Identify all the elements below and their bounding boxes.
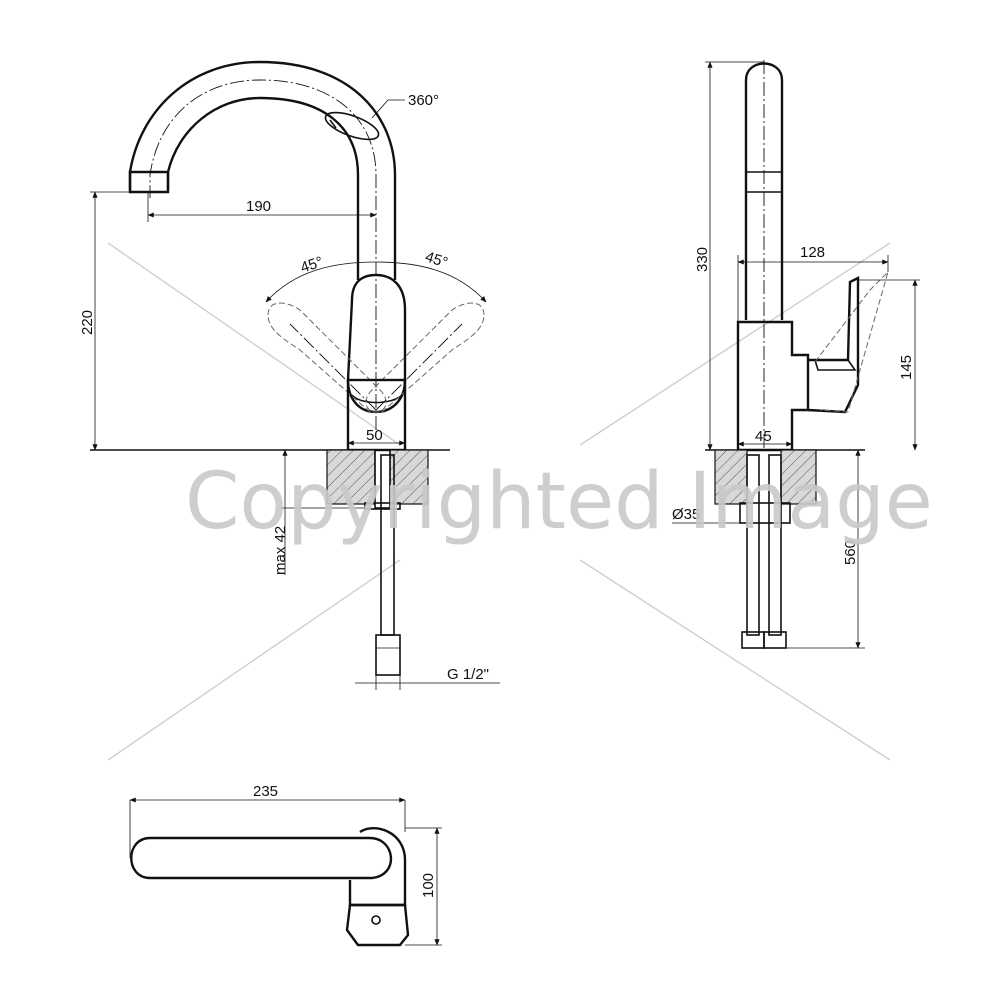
side-view: 330 128 145 45 Ø35 560 xyxy=(672,60,920,649)
reach-label: 190 xyxy=(246,198,271,215)
top-view: 235 100 xyxy=(129,783,442,947)
rotation-ellipse xyxy=(324,111,380,141)
spout-outer xyxy=(128,60,397,280)
lever-height-label: 145 xyxy=(898,355,915,380)
hose-length-label: 560 xyxy=(842,540,859,565)
spout-centerline xyxy=(149,79,377,430)
side-lever-swing xyxy=(814,270,890,413)
rotation-label: 360° xyxy=(408,92,439,109)
spout-height-label: 220 xyxy=(79,310,96,335)
thread-label: G 1/2" xyxy=(447,666,489,683)
side-lever xyxy=(807,276,860,414)
top-spout xyxy=(130,836,393,880)
angle-left-label: 45° xyxy=(298,253,325,276)
lever-swing-left xyxy=(267,302,387,413)
side-hose-left xyxy=(746,454,760,636)
watermark-lines xyxy=(107,242,891,761)
countertop-right xyxy=(389,449,429,505)
lever-handle xyxy=(346,273,407,414)
body-width-label: 45 xyxy=(755,428,772,445)
top-lever xyxy=(345,903,410,947)
watermark: Copyrighted Image xyxy=(185,457,933,547)
angle-right-label: 45° xyxy=(423,248,450,271)
hose-nut xyxy=(375,634,401,676)
max-thickness-label: max 42 xyxy=(272,526,289,575)
side-countertop-left xyxy=(714,449,748,505)
hole-diameter-label: Ø35 xyxy=(672,506,700,523)
total-height-label: 330 xyxy=(694,247,711,272)
top-length-label: 235 xyxy=(253,783,278,800)
spout-inner xyxy=(166,96,360,280)
side-countertop-right xyxy=(780,449,817,505)
side-body xyxy=(736,320,810,452)
side-hose-right xyxy=(768,454,782,636)
base-width-label: 50 xyxy=(366,427,383,444)
front-view: 360° 45° 45° 190 220 xyxy=(79,60,500,690)
lever-swing-right xyxy=(365,302,485,413)
spout-tip xyxy=(128,170,170,194)
lever-offset-label: 128 xyxy=(800,244,825,261)
top-depth-label: 100 xyxy=(420,873,437,898)
top-body xyxy=(348,827,407,907)
